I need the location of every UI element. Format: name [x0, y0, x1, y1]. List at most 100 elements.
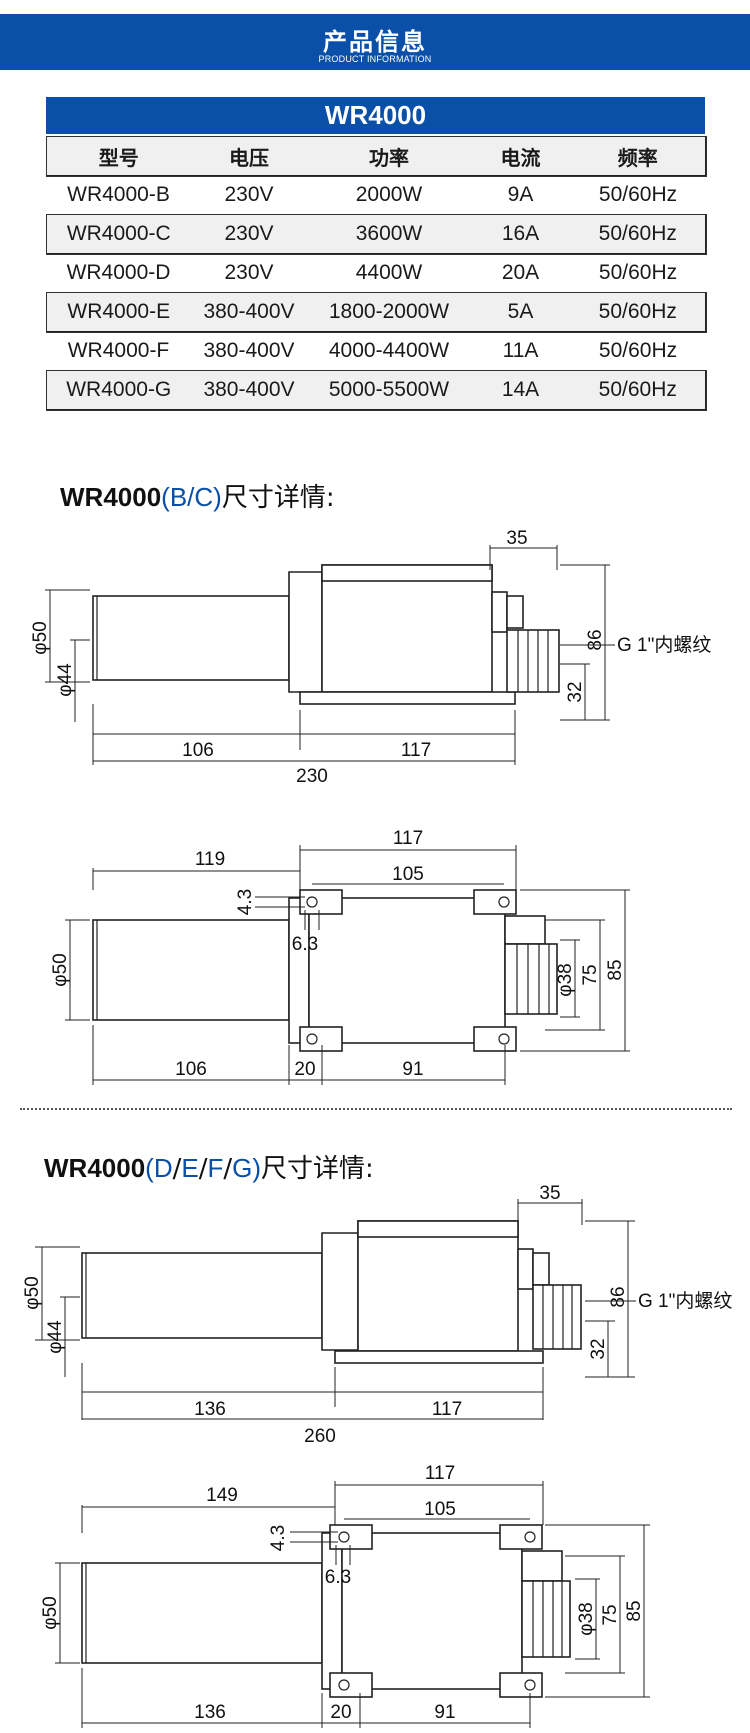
air-inlet: [506, 629, 560, 693]
section-banner: 产品信息 PRODUCT INFORMATION: [0, 14, 750, 70]
cell-power: 3600W: [307, 214, 471, 254]
cell-model: WR4000-G: [46, 370, 191, 410]
table-row: WR4000-B 230V 2000W 9A 50/60Hz: [47, 176, 706, 215]
cell-power: 1800-2000W: [307, 292, 471, 332]
dim-86: 86: [608, 1286, 629, 1307]
header-model: 型号: [46, 136, 191, 176]
side-view-drawing-defg: 35 86 32 G 1"内螺纹 φ50 φ44 136 117 260: [22, 1185, 732, 1447]
base-plate: [299, 691, 516, 705]
dim-phi50: φ50: [22, 1276, 43, 1309]
cell-frequency: 50/60Hz: [570, 370, 706, 410]
spec-table: 型号 电压 功率 电流 频率 WR4000-B 230V 2000W 9A 50…: [45, 135, 707, 411]
dim-35: 35: [506, 528, 527, 549]
dim-phi50: φ50: [40, 1596, 61, 1629]
dim-136: 136: [194, 1399, 226, 1420]
dim-phi44: φ44: [45, 1320, 66, 1354]
variant-label: E: [181, 1153, 199, 1183]
dim-105: 105: [424, 1499, 456, 1520]
dim-32: 32: [565, 681, 586, 702]
cell-current: 9A: [507, 183, 534, 206]
dim-35: 35: [539, 1185, 560, 1204]
dim-106: 106: [182, 740, 214, 761]
banner-title: 产品信息: [323, 28, 427, 56]
cell-power: 4400W: [355, 261, 423, 284]
cell-current: 11A: [502, 339, 539, 362]
dim-phi44: φ44: [55, 663, 76, 697]
paren-open: (: [145, 1153, 154, 1183]
cell-frequency: 50/60Hz: [570, 214, 706, 254]
motor-housing: [321, 1232, 359, 1351]
variant-label: B/C: [169, 482, 214, 512]
cell-power: 4000-4400W: [328, 339, 450, 362]
dim-105: 105: [392, 864, 424, 885]
cell-frequency: 50/60Hz: [598, 183, 678, 206]
top-view-drawing-bc: 119 117 105 4.3 6.3 φ50 φ38 75 85 106 20…: [50, 828, 630, 1085]
dim-91: 91: [434, 1702, 455, 1723]
table-row: WR4000-D 230V 4400W 20A 50/60Hz: [47, 254, 706, 293]
base-plate: [334, 1350, 544, 1364]
cell-current: 16A: [470, 214, 571, 254]
dim-117: 117: [425, 1463, 455, 1484]
table-row: WR4000-G 380-400V 5000-5500W 14A 50/60Hz: [45, 369, 707, 411]
dim-91: 91: [402, 1059, 423, 1080]
table-row: WR4000-C 230V 3600W 16A 50/60Hz: [45, 213, 707, 255]
cell-voltage: 380-400V: [203, 339, 295, 362]
dim-86: 86: [585, 629, 606, 650]
cell-current: 14A: [470, 370, 571, 410]
dim-phi38: φ38: [555, 963, 576, 996]
dim-phi50: φ50: [30, 621, 51, 654]
cell-frequency: 50/60Hz: [570, 292, 706, 332]
cable-gland: [532, 1252, 550, 1286]
table-title: WR4000: [46, 97, 705, 134]
dim-117: 117: [393, 828, 423, 849]
thread-label: G 1"内螺纹: [638, 1290, 732, 1312]
control-box: [357, 1220, 519, 1352]
air-inlet: [521, 1580, 571, 1658]
section-title-bc: WR4000(B/C)尺寸详情:: [60, 477, 335, 514]
dim-85: 85: [605, 959, 626, 980]
air-inlet: [532, 1284, 582, 1350]
table-row: WR4000-E 380-400V 1800-2000W 5A 50/60Hz: [45, 291, 707, 333]
dim-phi50: φ50: [50, 953, 71, 986]
dim-230: 230: [296, 766, 328, 787]
paren-close: ): [213, 482, 222, 512]
section-model: WR4000: [60, 482, 162, 512]
dimension-suffix: 尺寸详情:: [261, 1154, 374, 1184]
dim-117: 117: [432, 1399, 462, 1420]
cell-voltage: 380-400V: [190, 370, 308, 410]
variant-label: D: [153, 1153, 173, 1183]
variant-label: F: [207, 1153, 224, 1183]
header-power: 功率: [307, 136, 471, 176]
heater-tube: [81, 1252, 323, 1339]
table-header-row: 型号 电压 功率 电流 频率: [45, 135, 707, 177]
cell-current: 20A: [501, 261, 540, 284]
heater-tube: [92, 595, 290, 681]
dim-85: 85: [624, 1600, 645, 1621]
cell-voltage: 230V: [224, 261, 274, 284]
cell-power: 5000-5500W: [307, 370, 471, 410]
dim-6-3: 6.3: [292, 934, 318, 955]
thread-label: G 1"内螺纹: [617, 634, 711, 656]
dim-4-3: 4.3: [235, 889, 256, 915]
dimension-suffix: 尺寸详情:: [221, 483, 335, 513]
dim-136: 136: [194, 1702, 226, 1723]
dim-4-3: 4.3: [268, 1525, 289, 1551]
banner-subtitle: PRODUCT INFORMATION: [318, 54, 432, 64]
heater-tube: [81, 1562, 323, 1664]
dim-75: 75: [580, 964, 601, 985]
paren-open: (: [161, 482, 170, 512]
cable-gland: [506, 595, 524, 629]
section-title-defg: WR4000(D/E/F/G)尺寸详情:: [44, 1153, 374, 1184]
air-inlet: [504, 943, 558, 1015]
cell-power: 2000W: [355, 183, 423, 206]
section-divider: [20, 1108, 732, 1110]
dim-32: 32: [588, 1338, 609, 1359]
dim-106: 106: [175, 1059, 207, 1080]
dim-20: 20: [330, 1702, 351, 1723]
control-box: [321, 564, 493, 693]
dim-119: 119: [195, 849, 225, 870]
header-frequency: 频率: [570, 136, 706, 176]
control-box-top: [341, 1532, 523, 1690]
variant-label: G: [232, 1153, 253, 1183]
cell-model: WR4000-E: [46, 292, 191, 332]
